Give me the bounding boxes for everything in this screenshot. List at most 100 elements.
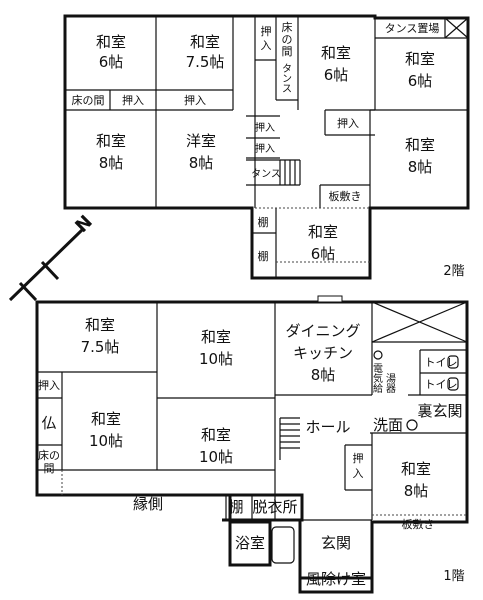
room-name: 和室 bbox=[405, 50, 435, 68]
floor-2-labels: 押入 床の間 タンス タンス置場 床の間 押入 押入 押入 押入 押入 タンス … bbox=[72, 20, 465, 279]
water-heater-label: 器 bbox=[386, 383, 396, 395]
itajiki-label: 板敷き bbox=[402, 517, 435, 531]
ura-genkan-label: 裏玄関 bbox=[417, 402, 462, 420]
room-size: 8帖 bbox=[99, 154, 124, 172]
tansu-label: タンス bbox=[251, 168, 281, 180]
butsudan-label: 仏 bbox=[41, 414, 56, 432]
room-size: 8帖 bbox=[408, 158, 433, 176]
room-name: 和室 bbox=[96, 132, 126, 150]
room-size: 10帖 bbox=[89, 432, 123, 450]
floor-1: 和室 7.5帖 和室 10帖 和室 10帖 和室 10帖 ダイニング キッチン … bbox=[35, 295, 469, 594]
room-size: 6帖 bbox=[311, 245, 336, 263]
oshiire-label-char2: 入 bbox=[353, 467, 364, 480]
floor-1-outer-wall bbox=[35, 300, 469, 580]
floor-2: 和室 6帖 和室 7.5帖 和室 6帖 和室 6帖 和室 8帖 洋室 8帖 和室… bbox=[63, 14, 470, 280]
room-name: 和室 bbox=[321, 44, 351, 62]
room-name: 和室 bbox=[85, 316, 115, 334]
water-heater-label: 電 bbox=[373, 363, 383, 375]
floor-2-level-label: 2階 bbox=[443, 264, 464, 279]
room-size: 10帖 bbox=[199, 350, 233, 368]
floor-1-rooms: 和室 7.5帖 和室 10帖 和室 10帖 和室 10帖 ダイニング キッチン … bbox=[81, 316, 431, 500]
tansu-label-char3: ス bbox=[282, 84, 292, 95]
room-name-line2: キッチン bbox=[293, 344, 353, 362]
tansu-label-char2: ン bbox=[282, 74, 292, 85]
oshiire-label: 押入 bbox=[337, 116, 359, 130]
room-name: 和室 bbox=[405, 136, 435, 154]
floor-1-labels: 押入 仏 床の 間 縁側 棚 脱衣所 浴室 玄関 風除け室 ホール 洗面 裏玄関… bbox=[38, 356, 465, 588]
oshiire-label: 押入 bbox=[255, 142, 275, 155]
water-heater-label: 気 bbox=[373, 372, 383, 385]
tokonoma-label-char3: 間 bbox=[282, 45, 293, 58]
room-name: 和室 bbox=[308, 223, 338, 241]
floor-2-interior-walls bbox=[65, 16, 469, 278]
room-name: 和室 bbox=[201, 426, 231, 444]
room-size: 6帖 bbox=[324, 66, 349, 84]
room-name: 和室 bbox=[96, 33, 126, 51]
room-size: 6帖 bbox=[99, 53, 124, 71]
north-arrow-tick bbox=[40, 260, 60, 281]
room-size: 7.5帖 bbox=[81, 338, 120, 356]
oshiire-label-char2: 入 bbox=[261, 39, 272, 52]
room-name: ダイニング bbox=[285, 322, 360, 340]
floor-1-bath-wall bbox=[222, 518, 302, 565]
tokonoma-label: 床の間 bbox=[282, 20, 293, 58]
room-name: 和室 bbox=[401, 460, 431, 478]
toilet-icon bbox=[447, 355, 459, 369]
window-mark bbox=[317, 295, 343, 303]
tana-label: 棚 bbox=[258, 249, 269, 263]
room-name: 和室 bbox=[190, 33, 220, 51]
water-heater-label: 湯 bbox=[386, 372, 396, 385]
tokonoma-label-2: 間 bbox=[44, 462, 55, 475]
room-size: 8帖 bbox=[189, 154, 214, 172]
floor-2-stairs bbox=[279, 160, 301, 185]
itajiki-label: 板敷き bbox=[329, 189, 362, 203]
floor-2-rooms: 和室 6帖 和室 7.5帖 和室 6帖 和室 6帖 和室 8帖 洋室 8帖 和室… bbox=[96, 33, 435, 263]
room-size: 6帖 bbox=[408, 72, 433, 90]
floor-2-dashed-lines bbox=[255, 207, 370, 263]
tansu-label-char1: タ bbox=[282, 63, 292, 75]
tokonoma-label-char1: 床 bbox=[282, 20, 293, 34]
room-size: 8帖 bbox=[404, 482, 429, 500]
room-name: 和室 bbox=[201, 328, 231, 346]
senmen-label: 洗面 bbox=[373, 416, 403, 434]
sink-icon bbox=[406, 419, 418, 431]
bathtub-icon bbox=[271, 526, 295, 564]
oshiire-label: 押入 bbox=[184, 93, 206, 107]
floor-1-interior-walls bbox=[37, 301, 468, 521]
kazeyoke-label: 風除け室 bbox=[306, 570, 366, 588]
oshiire-label-char1: 押 bbox=[261, 24, 272, 38]
tokonoma-label: 床の間 bbox=[72, 93, 105, 107]
floor-1-vestibule-wall bbox=[298, 578, 374, 594]
floor-1-level-label: 1階 bbox=[443, 569, 464, 584]
tana-label: 棚 bbox=[228, 498, 243, 516]
tansu-label: タンス bbox=[282, 63, 292, 95]
engawa-label: 縁側 bbox=[133, 495, 163, 513]
room-size: 7.5帖 bbox=[186, 53, 225, 71]
oshiire-label-char1: 押 bbox=[353, 451, 364, 465]
room-name: 洋室 bbox=[186, 132, 216, 150]
oshiire-label: 押入 bbox=[261, 24, 272, 52]
water-heater-icon bbox=[373, 350, 383, 360]
floor-1-dashed-lines bbox=[61, 470, 467, 516]
oshiire-label: 押入 bbox=[353, 451, 364, 480]
north-arrow-tick bbox=[18, 281, 38, 302]
floor-1-stairs bbox=[279, 417, 300, 460]
tana-label: 棚 bbox=[258, 215, 269, 229]
hall-label: ホール bbox=[305, 418, 350, 436]
room-size: 8帖 bbox=[311, 366, 336, 384]
water-heater-label: 給 bbox=[373, 382, 383, 395]
genkan-label: 玄関 bbox=[321, 534, 351, 552]
tokonoma-label: 床の bbox=[38, 448, 60, 462]
oshiire-label: 押入 bbox=[122, 93, 144, 107]
tansu-okiba-label: タンス置場 bbox=[385, 22, 440, 35]
north-letter: N bbox=[71, 211, 97, 237]
oshiire-label: 押入 bbox=[255, 121, 275, 134]
toilet-label: トイレ bbox=[425, 378, 458, 391]
yokushitsu-label: 浴室 bbox=[235, 534, 265, 552]
north-arrow: N bbox=[8, 211, 97, 302]
room-name: 和室 bbox=[91, 410, 121, 428]
tokonoma-label-char2: の bbox=[282, 33, 293, 46]
toilet-label: トイレ bbox=[425, 356, 458, 369]
oshiire-label: 押入 bbox=[38, 378, 60, 392]
